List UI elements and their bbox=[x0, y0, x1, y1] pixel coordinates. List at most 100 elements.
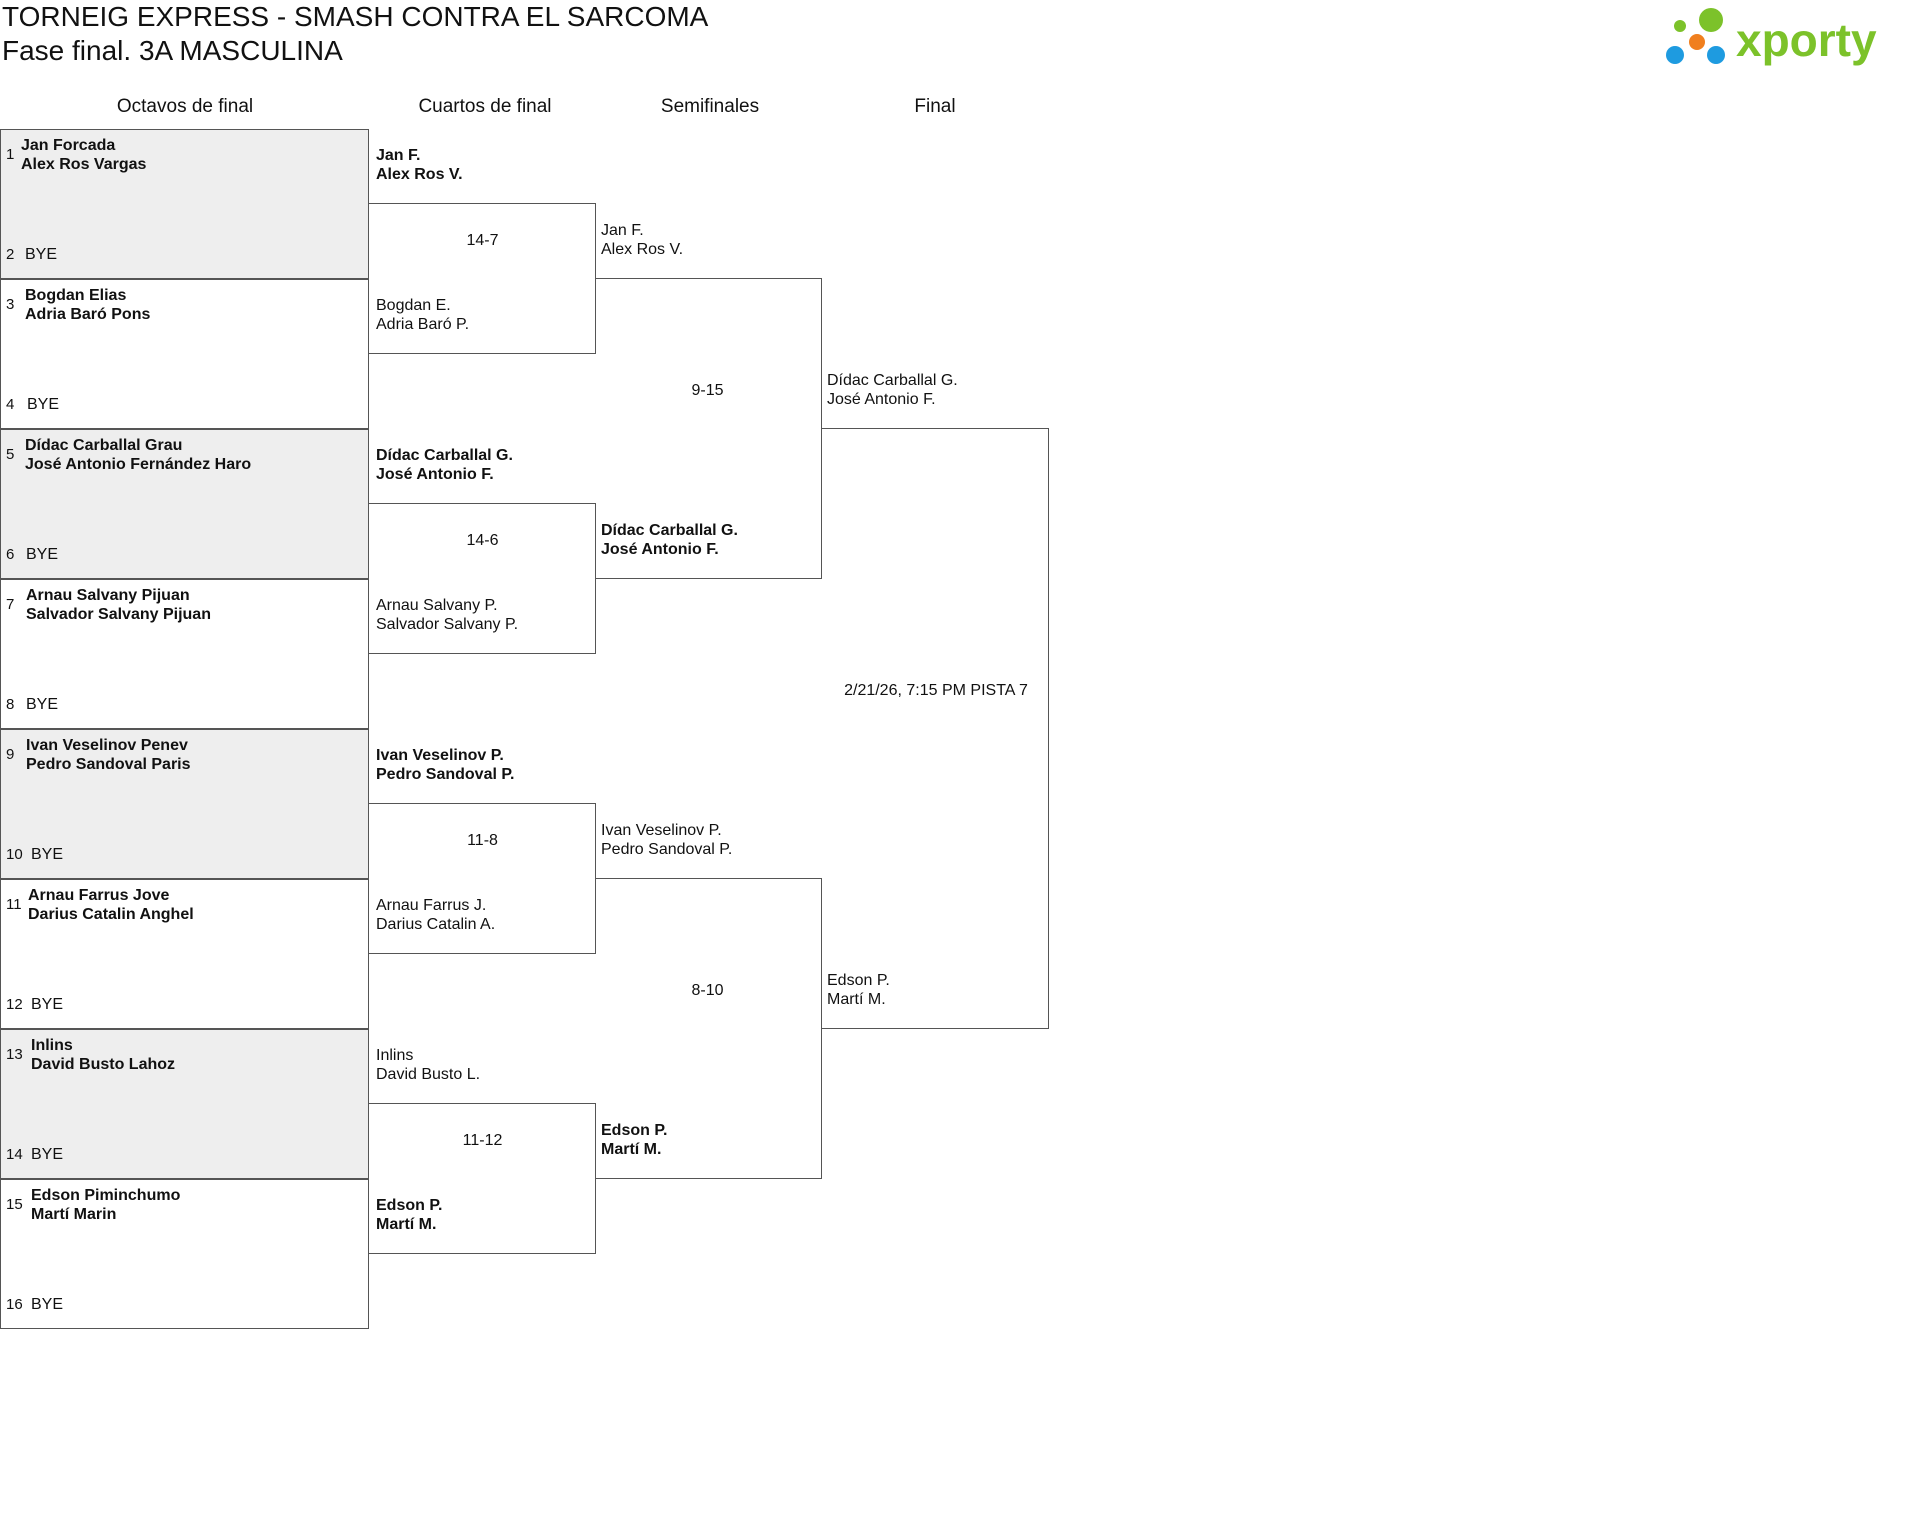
player-name: Arnau Salvany Pijuan bbox=[26, 587, 190, 604]
r16-match-5: 9 Ivan Veselinov Penev Pedro Sandoval Pa… bbox=[0, 729, 369, 879]
qf4-top-team: Inlins David Busto L. bbox=[376, 1046, 480, 1084]
phase-subtitle: Fase final. 3A MASCULINA bbox=[2, 35, 343, 66]
player-name: José Antonio F. bbox=[601, 541, 719, 558]
r16-team: Bogdan Elias Adria Baró Pons bbox=[25, 286, 150, 324]
qf1-top-team: Jan F. Alex Ros V. bbox=[376, 146, 463, 184]
qf3-bottom-team: Arnau Farrus J. Darius Catalin A. bbox=[376, 896, 495, 934]
player-name: Dídac Carballal Grau bbox=[25, 437, 183, 454]
player-name: Bogdan E. bbox=[376, 297, 451, 314]
sf2-top-team: Ivan Veselinov P. Pedro Sandoval P. bbox=[601, 821, 732, 859]
qf1-score: 14-7 bbox=[466, 232, 499, 249]
sf-connector-1 bbox=[596, 278, 822, 579]
player-name: Inlins bbox=[31, 1037, 73, 1054]
qf-connector-2 bbox=[369, 503, 596, 654]
player-name: Edson Piminchumo bbox=[31, 1187, 181, 1204]
seed-number: 10 bbox=[6, 846, 23, 863]
qf-connector-3 bbox=[369, 803, 596, 954]
bye-label: BYE bbox=[26, 696, 59, 713]
qf4-bottom-team: Edson P. Martí M. bbox=[376, 1196, 442, 1234]
player-name: Salvador Salvany Pijuan bbox=[26, 606, 211, 623]
round-heading-final: Final bbox=[914, 96, 956, 117]
r16-team: Dídac Carballal Grau José Antonio Fernán… bbox=[25, 436, 251, 474]
player-name: Adria Baró P. bbox=[376, 316, 470, 333]
player-name: Pedro Sandoval Paris bbox=[26, 756, 191, 773]
seed-number: 3 bbox=[6, 296, 15, 313]
logo-dot-orange bbox=[1689, 34, 1705, 50]
qf3-top-team: Ivan Veselinov P. Pedro Sandoval P. bbox=[376, 746, 514, 784]
bye-label: BYE bbox=[31, 996, 64, 1013]
r16-match-6: 11 Arnau Farrus Jove Darius Catalin Angh… bbox=[0, 879, 369, 1029]
seed-number: 6 bbox=[6, 546, 15, 563]
player-name: Jan F. bbox=[601, 222, 644, 239]
bye-label: BYE bbox=[31, 1296, 64, 1313]
r16-team: Arnau Farrus Jove Darius Catalin Anghel bbox=[28, 886, 194, 924]
qf4-score: 11-12 bbox=[462, 1132, 503, 1149]
r16-match-3: 5 Dídac Carballal Grau José Antonio Fern… bbox=[0, 429, 369, 579]
final-connector bbox=[822, 428, 1049, 1029]
player-name: Bogdan Elias bbox=[25, 287, 127, 304]
logo-graphic: xporty bbox=[1666, 8, 1877, 66]
player-name: Ivan Veselinov Penev bbox=[26, 737, 188, 754]
seed-number: 14 bbox=[6, 1146, 23, 1163]
player-name: Jan F. bbox=[376, 147, 421, 164]
player-name: Arnau Farrus J. bbox=[376, 897, 487, 914]
logo-dot-green-large bbox=[1699, 8, 1723, 32]
final-schedule-info: 2/21/26, 7:15 PM PISTA 7 bbox=[844, 682, 1028, 699]
player-name: Arnau Farrus Jove bbox=[28, 887, 170, 904]
player-name: Adria Baró Pons bbox=[25, 306, 151, 323]
player-name: Martí M. bbox=[827, 991, 886, 1008]
r16-team: Ivan Veselinov Penev Pedro Sandoval Pari… bbox=[26, 736, 191, 774]
player-name: José Antonio F. bbox=[376, 466, 494, 483]
logo-wordmark: xporty bbox=[1736, 14, 1877, 66]
round-heading-cuartos: Cuartos de final bbox=[418, 96, 552, 117]
player-name: David Busto Lahoz bbox=[31, 1056, 176, 1073]
player-name: Edson P. bbox=[827, 972, 890, 989]
qf1-bottom-team: Bogdan E. Adria Baró P. bbox=[376, 296, 469, 334]
player-name: Ivan Veselinov P. bbox=[376, 747, 504, 764]
player-name: Darius Catalin A. bbox=[376, 916, 496, 933]
xporty-logo: xporty bbox=[1652, 4, 1902, 74]
r16-team: Inlins David Busto Lahoz bbox=[31, 1036, 175, 1074]
qf-connector-1 bbox=[369, 203, 596, 354]
final-top-team: Dídac Carballal G. José Antonio F. bbox=[827, 371, 958, 409]
player-name: Martí Marin bbox=[31, 1206, 117, 1223]
player-name: Edson P. bbox=[376, 1197, 443, 1214]
logo-dot-green-small bbox=[1674, 20, 1686, 32]
player-name: Martí M. bbox=[601, 1141, 662, 1158]
bye-label: BYE bbox=[31, 1146, 64, 1163]
player-name: Alex Ros V. bbox=[601, 241, 684, 258]
player-name: Arnau Salvany P. bbox=[376, 597, 498, 614]
sf1-score: 9-15 bbox=[691, 382, 724, 399]
r16-match-2: 3 Bogdan Elias Adria Baró Pons 4 BYE bbox=[0, 279, 369, 429]
player-name: David Busto L. bbox=[376, 1066, 481, 1083]
round-heading-octavos: Octavos de final bbox=[116, 96, 254, 117]
tournament-title: TORNEIG EXPRESS - SMASH CONTRA EL SARCOM… bbox=[2, 1, 709, 32]
qf3-score: 11-8 bbox=[467, 832, 498, 849]
logo-dot-blue-right bbox=[1707, 46, 1725, 64]
sf2-bottom-team: Edson P. Martí M. bbox=[601, 1121, 667, 1159]
bye-label: BYE bbox=[31, 846, 64, 863]
r16-team: Jan Forcada Alex Ros Vargas bbox=[21, 136, 146, 174]
player-name: Alex Ros V. bbox=[376, 166, 463, 183]
r16-team: Edson Piminchumo Martí Marin bbox=[31, 1186, 180, 1224]
final-bottom-team: Edson P. Martí M. bbox=[827, 971, 890, 1009]
seed-number: 4 bbox=[6, 396, 15, 413]
player-name: Jan Forcada bbox=[21, 137, 116, 154]
r16-match-4: 7 Arnau Salvany Pijuan Salvador Salvany … bbox=[0, 579, 369, 729]
player-name: Inlins bbox=[376, 1047, 414, 1064]
seed-number: 16 bbox=[6, 1296, 23, 1313]
sf1-bottom-team: Dídac Carballal G. José Antonio F. bbox=[601, 521, 738, 559]
player-name: Pedro Sandoval P. bbox=[376, 766, 515, 783]
bye-label: BYE bbox=[26, 546, 59, 563]
player-name: Dídac Carballal G. bbox=[601, 522, 738, 539]
r16-team: Arnau Salvany Pijuan Salvador Salvany Pi… bbox=[26, 586, 211, 624]
r16-match-8: 15 Edson Piminchumo Martí Marin 16 BYE bbox=[0, 1179, 369, 1329]
bye-label: BYE bbox=[25, 246, 58, 263]
player-name: José Antonio Fernández Haro bbox=[25, 456, 252, 473]
player-name: Martí M. bbox=[376, 1216, 437, 1233]
qf2-score: 14-6 bbox=[466, 532, 499, 549]
sf1-top-team: Jan F. Alex Ros V. bbox=[601, 221, 683, 259]
seed-number: 1 bbox=[6, 146, 15, 163]
player-name: Dídac Carballal G. bbox=[376, 447, 513, 464]
seed-number: 9 bbox=[6, 746, 15, 763]
